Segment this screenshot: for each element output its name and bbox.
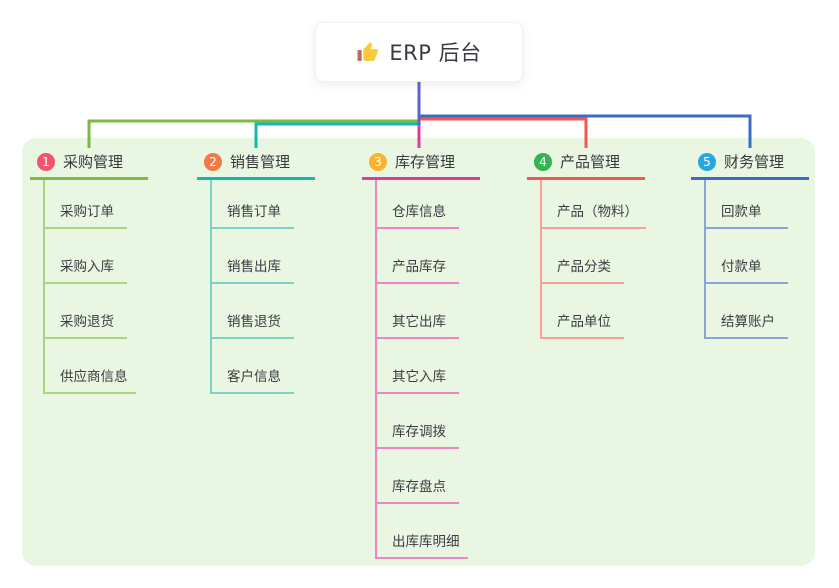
branch-column: 3 库存管理 仓库信息产品库存其它出库其它入库库存调拨库存盘点出库库明细 xyxy=(362,146,480,559)
branch-title[interactable]: 5 财务管理 xyxy=(691,146,809,180)
thumbs-up-icon xyxy=(357,42,379,61)
child-node[interactable]: 库存盘点 xyxy=(377,449,459,504)
branch-children: 回款单付款单结算账户 xyxy=(704,180,788,339)
child-node[interactable]: 回款单 xyxy=(706,180,788,229)
root-node-title: ERP 后台 xyxy=(389,41,482,65)
child-node[interactable]: 结算账户 xyxy=(706,284,788,339)
branch-index-badge: 2 xyxy=(204,152,222,171)
child-node[interactable]: 销售出库 xyxy=(212,229,294,284)
child-node[interactable]: 库存调拨 xyxy=(377,394,459,449)
child-node[interactable]: 销售退货 xyxy=(212,284,294,339)
child-node[interactable]: 其它入库 xyxy=(377,339,459,394)
branch-title-label: 财务管理 xyxy=(724,153,785,171)
branch-children: 仓库信息产品库存其它出库其它入库库存调拨库存盘点出库库明细 xyxy=(375,180,468,559)
child-node[interactable]: 出库库明细 xyxy=(377,504,468,559)
branch-title[interactable]: 2 销售管理 xyxy=(197,146,315,180)
child-node[interactable]: 采购订单 xyxy=(45,180,127,229)
branch-children: 销售订单销售出库销售退货客户信息 xyxy=(210,180,294,394)
branch-index-badge: 4 xyxy=(534,152,552,171)
branch-title-label: 库存管理 xyxy=(395,153,456,171)
branch-column: 5 财务管理 回款单付款单结算账户 xyxy=(691,146,809,339)
branch-title-label: 采购管理 xyxy=(63,153,124,171)
child-node[interactable]: 销售订单 xyxy=(212,180,294,229)
child-node[interactable]: 产品（物料） xyxy=(542,180,646,229)
child-node[interactable]: 产品分类 xyxy=(542,229,624,284)
child-node[interactable]: 采购入库 xyxy=(45,229,127,284)
branch-column: 4 产品管理 产品（物料）产品分类产品单位 xyxy=(527,146,646,339)
child-node[interactable]: 采购退货 xyxy=(45,284,127,339)
child-node[interactable]: 产品库存 xyxy=(377,229,459,284)
branch-title[interactable]: 4 产品管理 xyxy=(527,146,645,180)
branch-column: 2 销售管理 销售订单销售出库销售退货客户信息 xyxy=(197,146,315,394)
branch-index-badge: 5 xyxy=(698,152,716,171)
branch-title-label: 销售管理 xyxy=(230,153,291,171)
branch-index-badge: 1 xyxy=(37,152,55,171)
child-node[interactable]: 产品单位 xyxy=(542,284,624,339)
branch-index-badge: 3 xyxy=(369,152,387,171)
child-node[interactable]: 供应商信息 xyxy=(45,339,136,394)
root-node[interactable]: ERP 后台 xyxy=(315,22,523,82)
child-node[interactable]: 仓库信息 xyxy=(377,180,459,229)
child-node[interactable]: 其它出库 xyxy=(377,284,459,339)
branch-title[interactable]: 1 采购管理 xyxy=(30,146,148,180)
branch-column: 1 采购管理 采购订单采购入库采购退货供应商信息 xyxy=(30,146,148,394)
branch-panel xyxy=(22,138,815,566)
branch-children: 采购订单采购入库采购退货供应商信息 xyxy=(43,180,136,394)
branch-title[interactable]: 3 库存管理 xyxy=(362,146,480,180)
branch-title-label: 产品管理 xyxy=(560,153,621,171)
child-node[interactable]: 客户信息 xyxy=(212,339,294,394)
child-node[interactable]: 付款单 xyxy=(706,229,788,284)
branch-children: 产品（物料）产品分类产品单位 xyxy=(540,180,646,339)
